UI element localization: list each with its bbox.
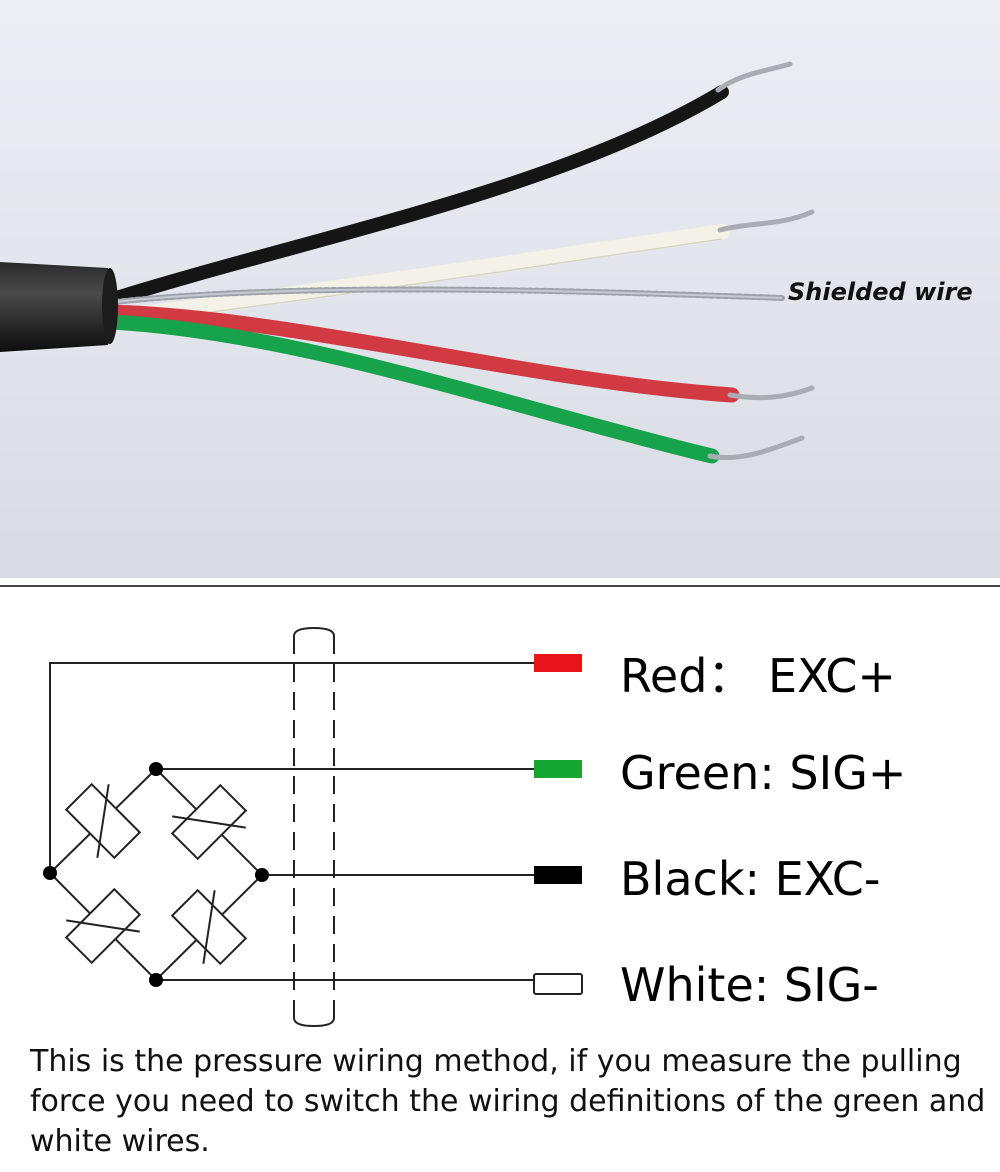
shielded-wire-label: Shielded wire [788, 278, 973, 306]
node-left [43, 866, 57, 880]
black-wire [103, 61, 793, 307]
green-swatch [534, 760, 582, 778]
legend-black-label: Black: EXC- [620, 852, 881, 906]
strain-gauge-3 [170, 888, 248, 966]
strain-gauge-2 [170, 783, 248, 861]
node-bottom [149, 973, 163, 987]
legend-red-label: Red： EXC+ [620, 649, 896, 703]
cable-shield-outline [293, 626, 335, 637]
strain-gauge-1 [64, 782, 142, 860]
legend-white-label: White: SIG- [620, 958, 879, 1012]
exc-plus-line [49, 662, 534, 873]
strain-gauge-4 [64, 887, 142, 965]
node-right [255, 868, 269, 882]
wiring-note: This is the pressure wiring method, if y… [30, 1044, 986, 1159]
cable-jacket [0, 262, 118, 352]
divider [0, 585, 1000, 587]
wiring-schematic [0, 588, 1000, 1033]
red-swatch [534, 654, 582, 672]
node-top [149, 762, 163, 776]
green-wire [102, 314, 805, 464]
cable-photo [0, 0, 1000, 578]
legend-green-label: Green: SIG+ [620, 746, 907, 800]
black-swatch [534, 866, 582, 884]
shield-braid [112, 286, 785, 305]
white-swatch [533, 973, 583, 995]
red-wire [102, 304, 815, 403]
